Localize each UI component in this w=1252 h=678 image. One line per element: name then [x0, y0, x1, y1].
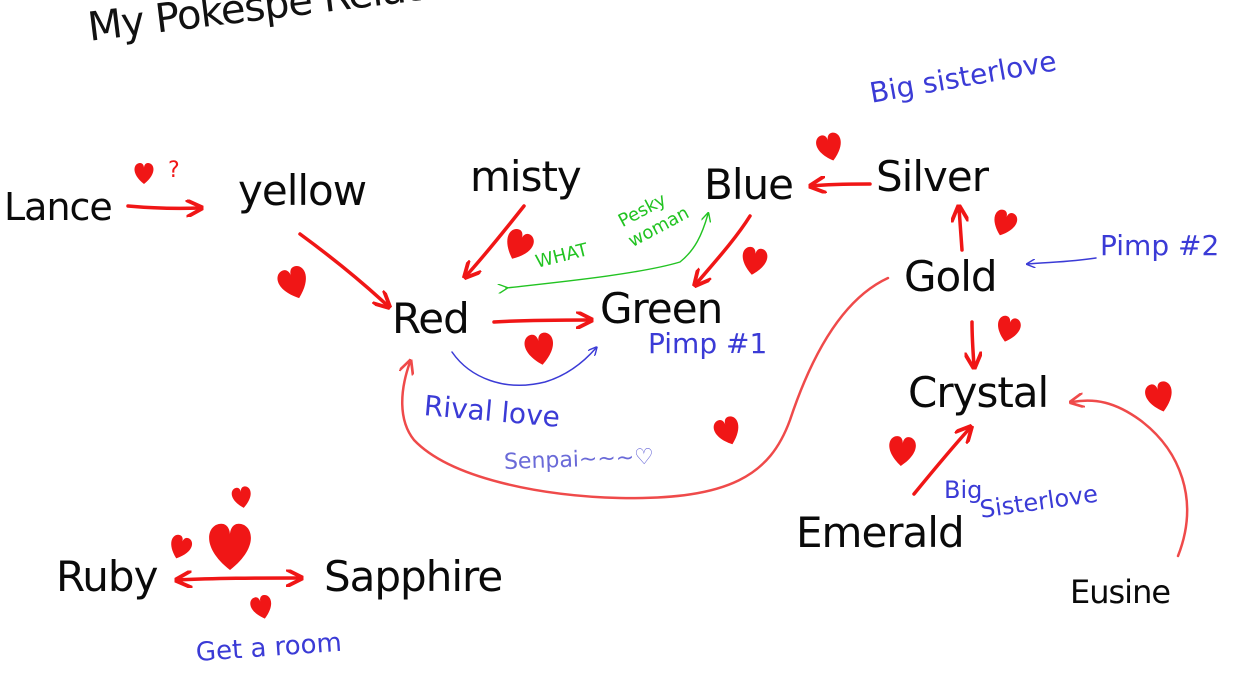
arrow-pimp-2-to-gold [1028, 257, 1097, 264]
node-crystal: Crystal [908, 368, 1049, 417]
node-sapphire: Sapphire [324, 552, 503, 601]
arrow-yellow-to-red [298, 232, 388, 306]
node-yellow: yellow [238, 166, 367, 215]
node-eusine: Eusine [1070, 573, 1171, 611]
arrow-gold-to-crystal [972, 320, 974, 366]
heart-icon [500, 226, 537, 265]
heart-icon [989, 207, 1020, 240]
arrow-emerald-to-crystal [912, 428, 970, 496]
question-mark: ? [168, 158, 180, 183]
node-red: Red [392, 294, 470, 343]
arrow-silver-to-blue [812, 184, 872, 186]
heart-icon [739, 245, 769, 277]
node-ruby: Ruby [56, 552, 158, 601]
heart-icon [711, 414, 745, 449]
node-silver: Silver [876, 152, 989, 201]
arc-rival-love [451, 348, 596, 386]
node-blue: Blue [704, 160, 794, 209]
heart-icon [887, 435, 917, 468]
heart-icon [166, 533, 194, 562]
arrow-ruby-sapphire [178, 578, 300, 580]
note-senpai: Senpai~~~♡ [503, 444, 655, 475]
arc-eusine-to-crystal [1072, 401, 1189, 558]
heart-icon [248, 593, 275, 622]
heart-icon [274, 263, 313, 303]
arrow-lance-to-yellow [126, 206, 200, 208]
node-emerald: Emerald [796, 508, 965, 557]
note-pimp-1: Pimp #1 [648, 327, 768, 360]
node-gold: Gold [904, 252, 998, 301]
arc-gold-to-red [402, 276, 890, 500]
heart-icon [814, 130, 846, 164]
heart-icon [230, 485, 254, 510]
heart-icon [1143, 379, 1177, 415]
note-big-sister-love-bottom-1: Big [944, 476, 983, 504]
arrow-gold-to-silver [959, 208, 962, 252]
heart-icon [134, 163, 154, 184]
heart-icon [209, 523, 251, 570]
node-lance: Lance [4, 185, 113, 229]
arrow-pesky-woman [506, 214, 708, 288]
node-green: Green [600, 284, 723, 333]
heart-icon [523, 331, 557, 368]
note-pimp-2: Pimp #2 [1100, 229, 1220, 262]
heart-icon [993, 314, 1023, 345]
node-misty: misty [470, 152, 582, 201]
arrow-red-to-green [492, 320, 590, 322]
